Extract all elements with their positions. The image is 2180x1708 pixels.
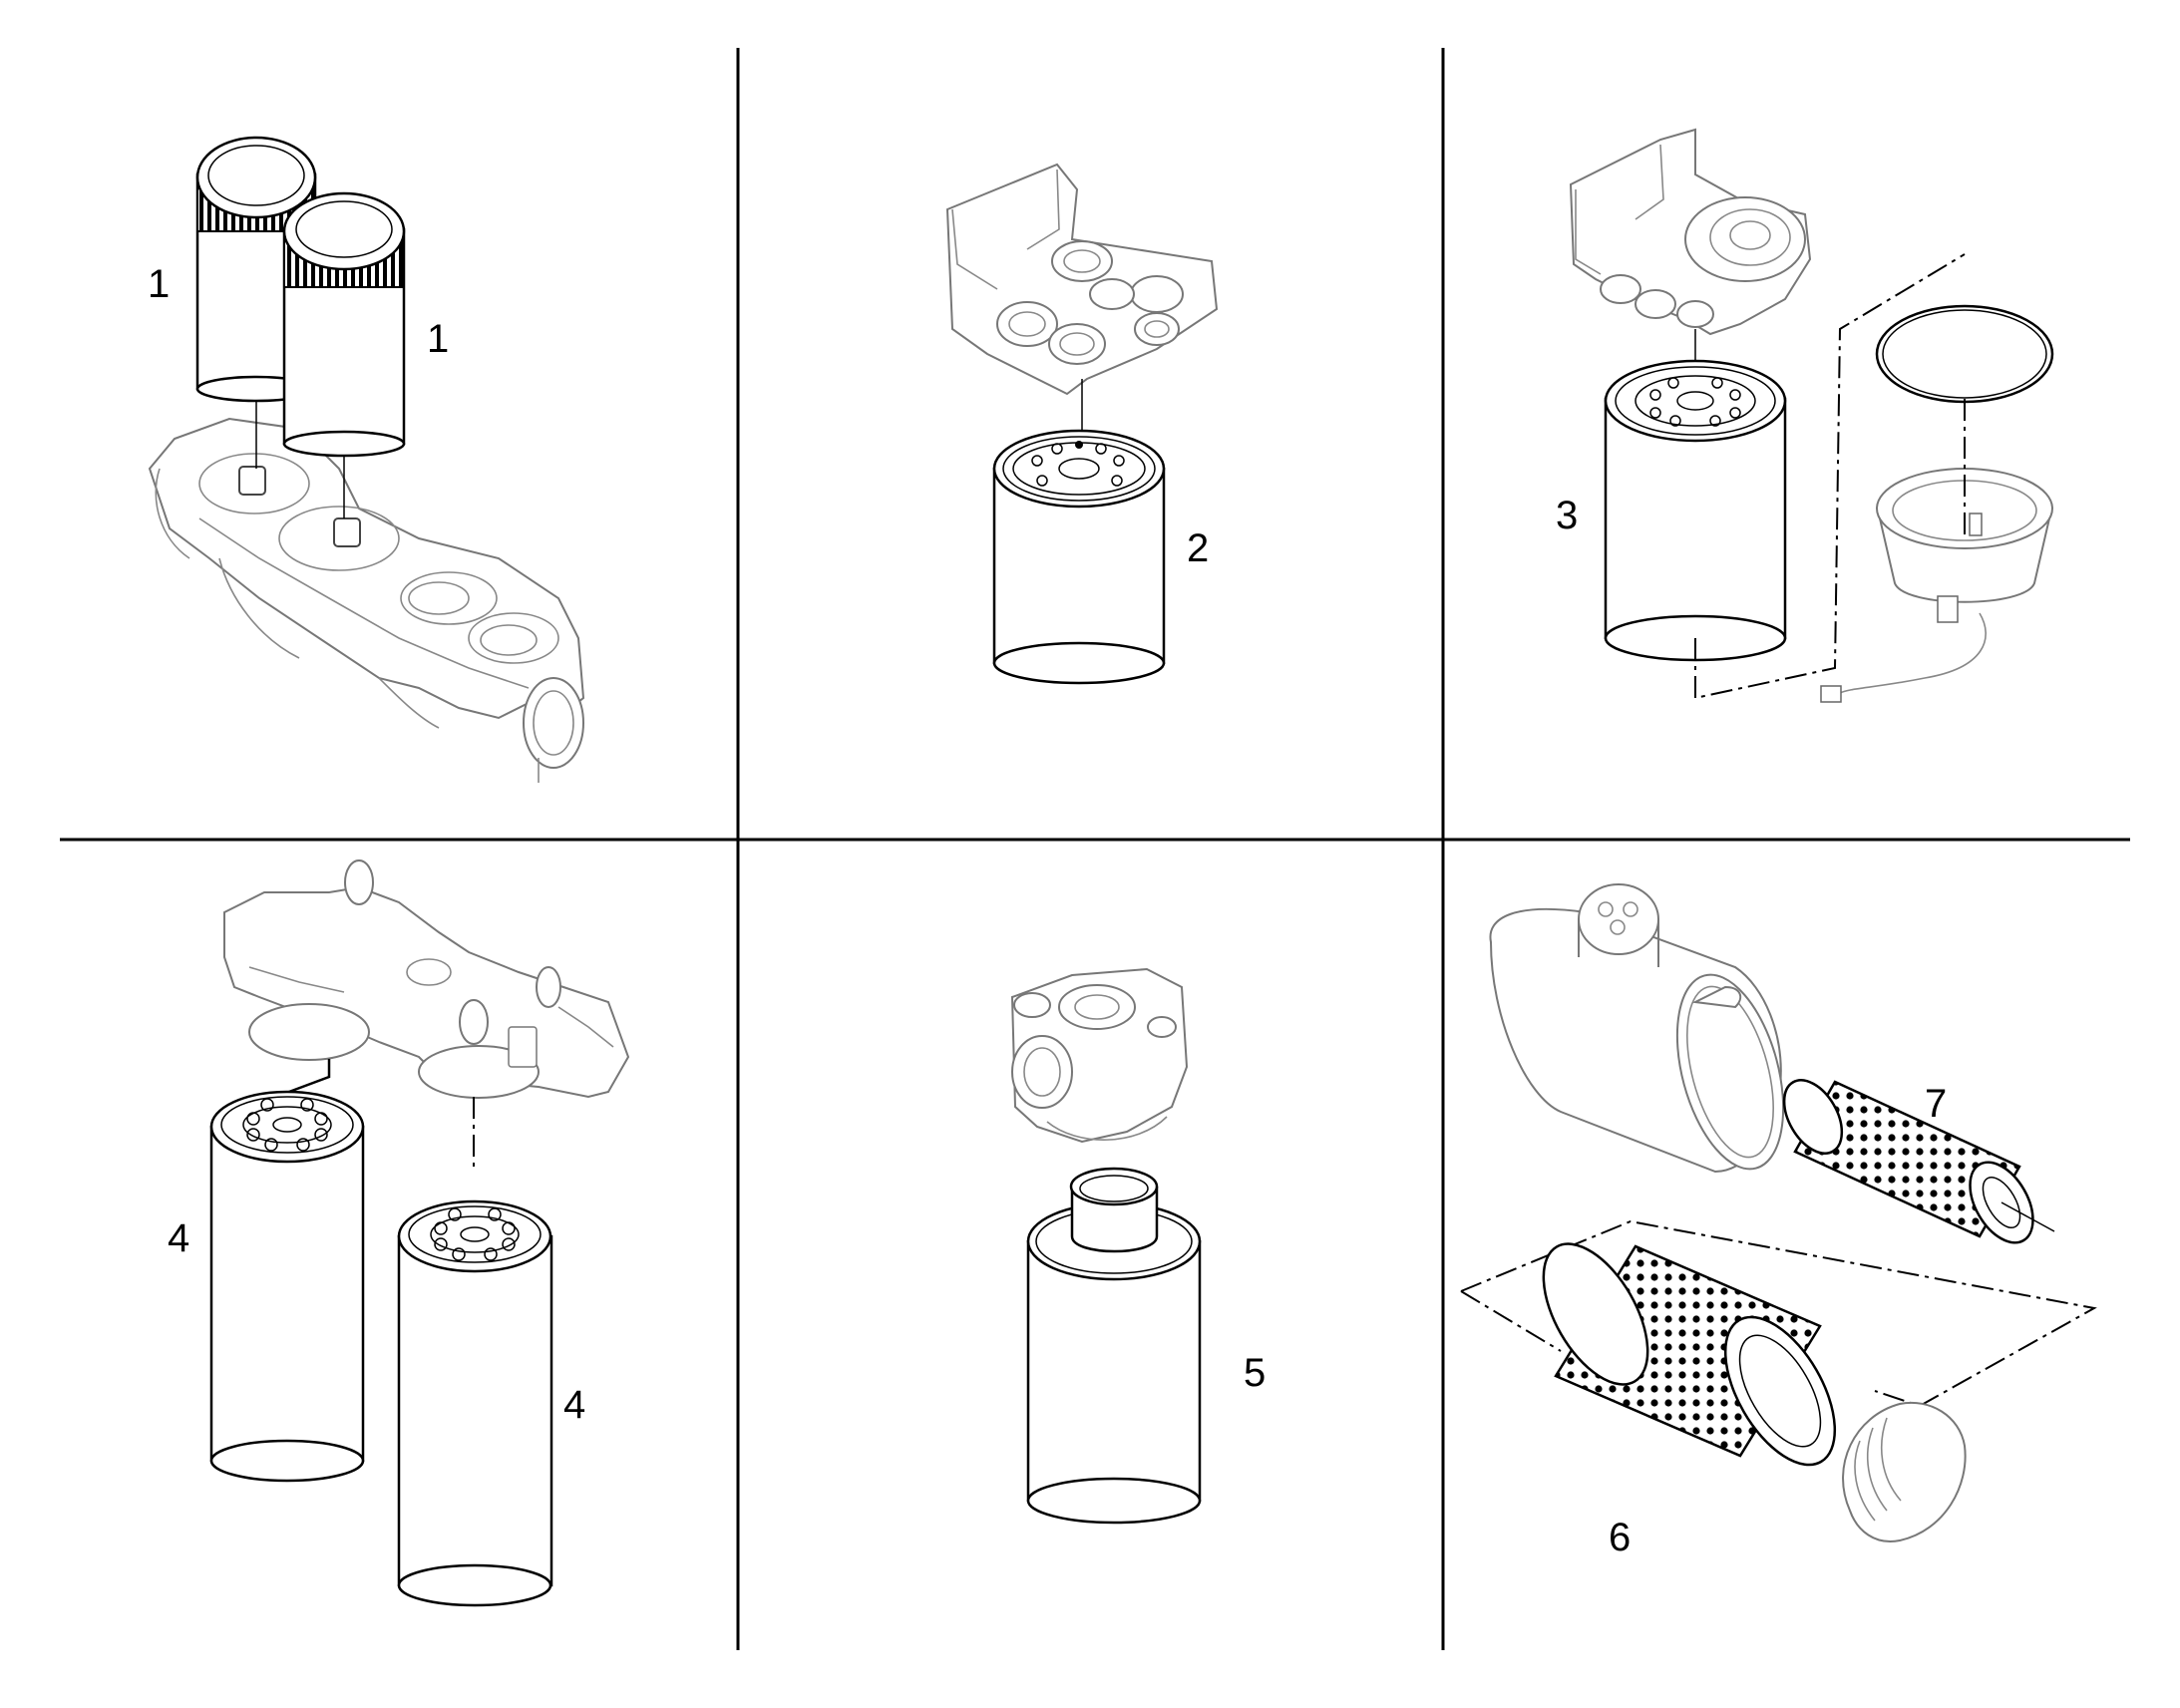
- panel-grid: [60, 48, 2130, 1650]
- air-cleaner-cover: [1842, 1401, 1967, 1542]
- filter-head-housing-2: [945, 163, 1219, 439]
- long-filter-4b: [397, 1199, 553, 1607]
- water-separator-bowl: [1820, 468, 2053, 703]
- filter-manifold-4: [223, 859, 630, 1172]
- long-filter-4a: [209, 1090, 365, 1483]
- panel-1-twin-spin-on-filters: 1 1: [148, 136, 585, 783]
- primary-filter-element-6: [1542, 1242, 1837, 1467]
- panel-6-7-air-filter: 7 6: [1460, 883, 2097, 1559]
- panel-4-twin-long-filters: 4 4: [168, 859, 630, 1607]
- engine-manifold-housing: [148, 417, 585, 783]
- callout-4-left: 4: [168, 1216, 189, 1260]
- callout-6: 6: [1609, 1516, 1631, 1559]
- air-cleaner-housing: [1489, 883, 1785, 1174]
- fuel-filter-element-3: [1604, 359, 1787, 662]
- o-ring-seal: [1875, 304, 2054, 404]
- callout-1-right: 1: [427, 317, 449, 361]
- filter-head-housing-3: [1569, 128, 1812, 379]
- callout-3: 3: [1556, 494, 1578, 537]
- panel-3-fuel-filter-with-bowl: 3: [1556, 128, 2054, 703]
- spin-on-filter-2: [992, 429, 1166, 685]
- safety-filter-element-7: [1782, 1079, 2055, 1244]
- callout-2: 2: [1187, 526, 1209, 570]
- spin-on-filter-5: [1026, 1167, 1202, 1525]
- callout-4-right: 4: [563, 1383, 585, 1427]
- filter-head-housing-5: [1010, 967, 1189, 1144]
- callout-5: 5: [1244, 1351, 1266, 1395]
- spin-on-filter-1b: [282, 191, 406, 518]
- callout-1-left: 1: [148, 262, 170, 306]
- panel-5-spin-on-filter: 5: [1010, 967, 1266, 1525]
- callout-7: 7: [1925, 1082, 1947, 1126]
- panel-2-spin-on-filter: 2: [945, 163, 1219, 685]
